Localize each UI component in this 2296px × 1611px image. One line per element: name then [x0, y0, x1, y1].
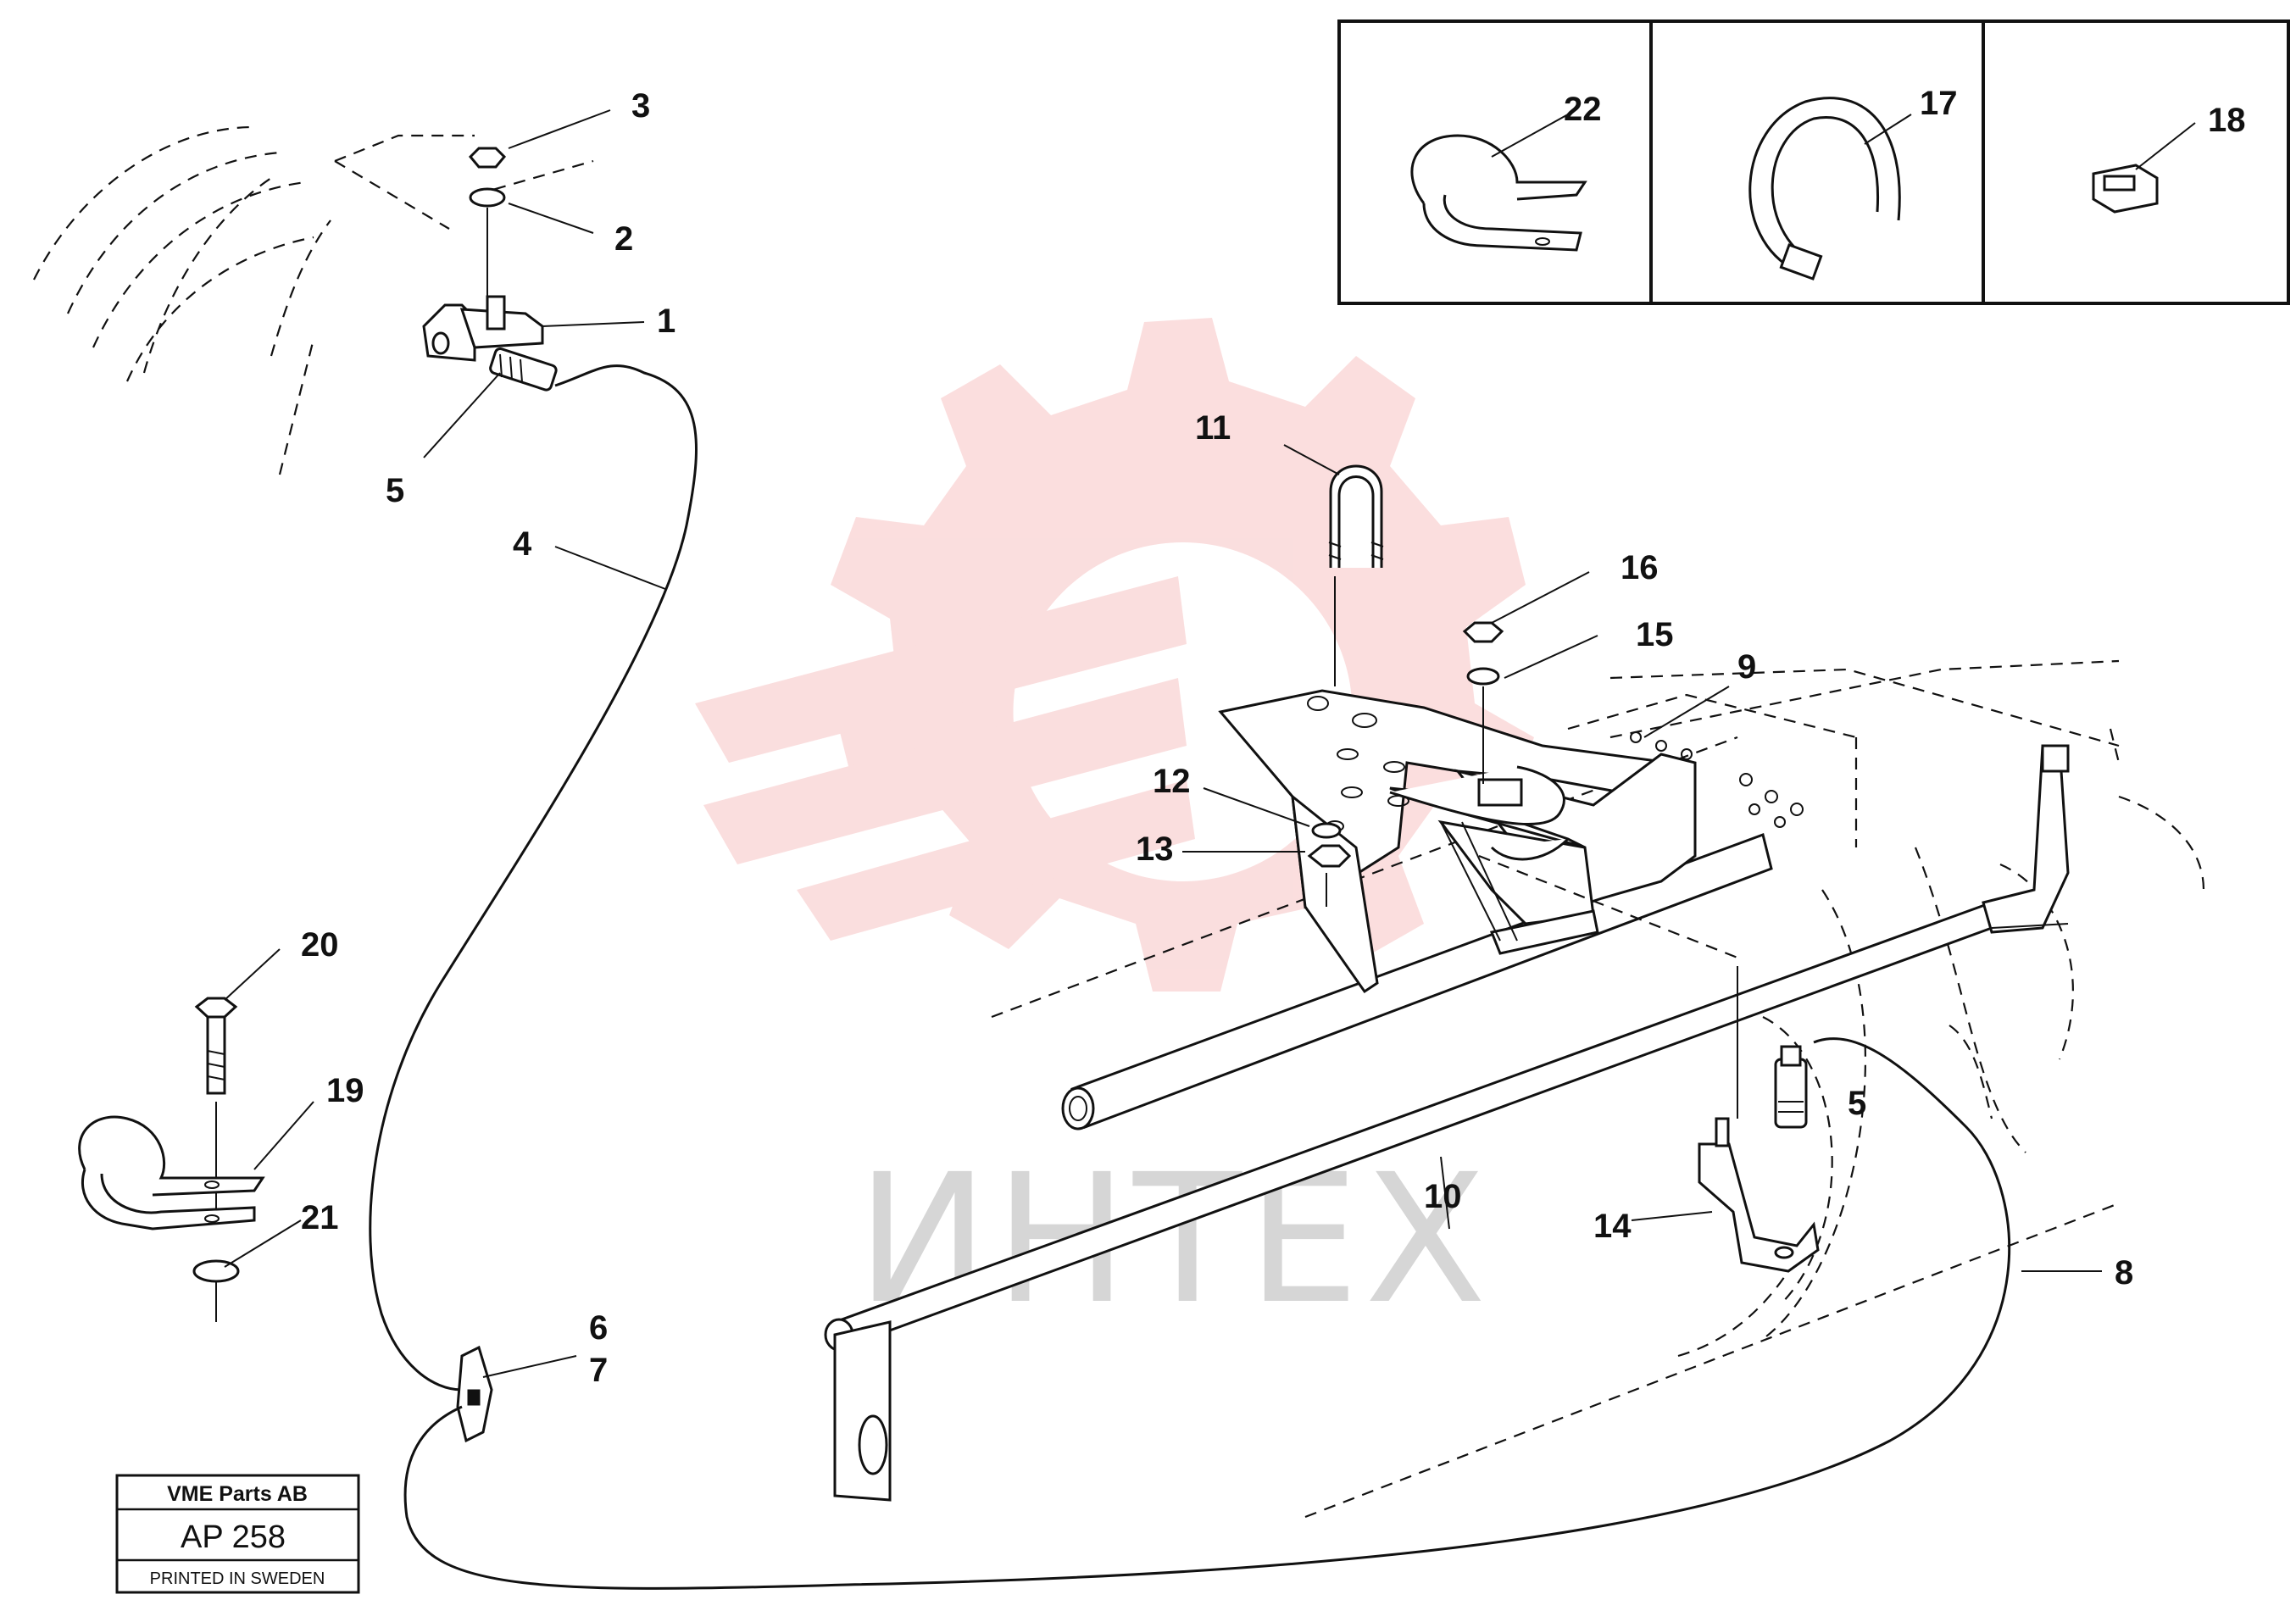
- watermark-stripe: [703, 678, 1187, 864]
- cable-tie: [1748, 97, 1901, 281]
- washer: [469, 187, 506, 208]
- sensor-cable-8: [403, 1037, 2011, 1590]
- callout-21: 21: [301, 1199, 339, 1236]
- sensor-left: [489, 347, 558, 392]
- watermark-text: ИНТЕХ: [856, 1136, 1492, 1343]
- callout-5-right: 5: [1848, 1085, 1866, 1122]
- callout-13: 13: [1136, 830, 1174, 868]
- frame-outline-right: [991, 659, 2205, 1519]
- cable-connector: [456, 1345, 493, 1443]
- callout-14: 14: [1593, 1208, 1632, 1245]
- callout-16: 16: [1621, 549, 1659, 586]
- callout-11: 11: [1195, 409, 1231, 447]
- callout-5-left: 5: [386, 472, 404, 509]
- washer: [1311, 822, 1342, 839]
- callout-9: 9: [1737, 648, 1756, 686]
- callout-10: 10: [1424, 1178, 1462, 1215]
- callout-22: 22: [1564, 91, 1602, 128]
- callout-18: 18: [2208, 102, 2246, 139]
- callout-6: 6: [589, 1309, 608, 1347]
- nut: [1307, 844, 1352, 868]
- sensor-right: [1774, 1045, 1808, 1129]
- callout-4: 4: [513, 525, 532, 563]
- wheel-outline-left: [33, 125, 594, 475]
- sensor-bracket: [1698, 1117, 1820, 1273]
- callout-20: 20: [301, 926, 339, 964]
- washer: [192, 1259, 240, 1283]
- callout-3: 3: [631, 87, 650, 125]
- callout-12: 12: [1153, 763, 1191, 800]
- sensor-mount-bracket: [422, 295, 544, 362]
- publisher-stamp: VME Parts AB AP 258 PRINTED IN SWEDEN: [115, 1474, 360, 1594]
- nut: [1462, 621, 1504, 643]
- callout-7: 7: [589, 1352, 608, 1389]
- watermark-stripe: [695, 576, 1187, 763]
- sensor-cable-4: [369, 364, 698, 1392]
- callout-17: 17: [1920, 85, 1958, 122]
- callout-8: 8: [2115, 1254, 2133, 1292]
- washer: [1466, 667, 1500, 686]
- p-clamp: [1410, 134, 1587, 252]
- cross-bar: [824, 744, 2070, 1502]
- stamp-footer: PRINTED IN SWEDEN: [150, 1569, 325, 1588]
- accessory-inset-box: [1337, 19, 2290, 305]
- cable-clamp: [78, 1115, 265, 1230]
- callout-19: 19: [326, 1072, 364, 1109]
- callout-2: 2: [614, 220, 633, 258]
- stamp-company: VME Parts AB: [167, 1482, 308, 1506]
- stamp-code: AP 258: [181, 1519, 286, 1555]
- callout-1: 1: [657, 303, 675, 340]
- u-bolt: [1328, 464, 1384, 686]
- mounting-bracket: [1218, 689, 1804, 994]
- sensor-alignment-line: [1478, 854, 1738, 959]
- leader-lines: [224, 109, 2196, 1378]
- bolt: [194, 997, 238, 1212]
- intex-watermark-logo: [695, 318, 1534, 992]
- watermark-stripe: [797, 780, 1195, 941]
- nut: [468, 147, 507, 169]
- callout-15: 15: [1636, 616, 1674, 653]
- plug-connector: [2092, 164, 2159, 214]
